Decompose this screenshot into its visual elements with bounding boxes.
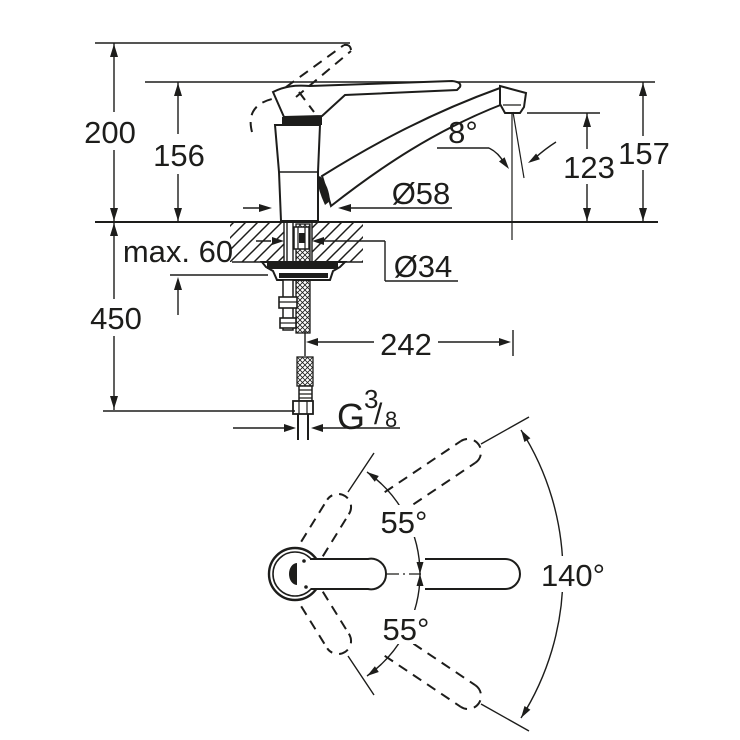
lever-position-upper	[300, 493, 352, 557]
spout-top-view	[425, 558, 521, 590]
side-view: 200 156 157 123 8°	[84, 42, 670, 440]
label-157: 157	[618, 136, 670, 171]
lever-position-lower	[300, 591, 352, 655]
label-max60: max. 60	[123, 234, 233, 269]
label-thread-g: G	[337, 396, 365, 437]
label-thread-denominator: 8	[385, 407, 397, 432]
dim-angle-55-upper: 55°	[347, 452, 432, 575]
dim-reach-242: 242	[304, 327, 514, 362]
stream-lines	[511, 111, 525, 240]
label-156: 156	[153, 138, 205, 173]
spout-outlet	[499, 84, 528, 114]
label-dia58: Ø58	[392, 176, 451, 211]
swivel-ext-upper	[480, 416, 530, 445]
label-123: 123	[563, 150, 615, 185]
connection-pipe	[297, 414, 309, 440]
dim-length-450: 450	[90, 222, 295, 412]
supply-hose	[292, 356, 314, 440]
fixing-stud	[278, 279, 298, 331]
dim-max-60: max. 60	[123, 234, 268, 315]
label-450: 450	[90, 301, 142, 336]
spout-position-lower	[384, 633, 482, 710]
label-thread-slash: /	[374, 398, 383, 431]
faucet-body	[273, 117, 322, 222]
lever-handle-raised	[249, 43, 352, 133]
hose-nut	[292, 400, 314, 415]
label-242: 242	[380, 327, 432, 362]
label-thread-numerator: 3	[364, 384, 378, 414]
mounting-shank	[259, 222, 348, 440]
top-view: 140°	[267, 416, 611, 732]
label-55deg-upper: 55°	[381, 505, 428, 540]
swivel-ext-lower	[480, 703, 530, 732]
dim-dia-58: Ø58	[243, 176, 452, 212]
dim-dia-34: Ø34	[256, 237, 458, 284]
label-8deg: 8°	[448, 115, 478, 150]
label-dia34: Ø34	[394, 249, 453, 284]
dim-height-200: 200	[84, 43, 136, 222]
label-55deg-lower: 55°	[383, 612, 430, 647]
spout	[317, 84, 528, 208]
dim-angle-55-lower: 55°	[347, 573, 437, 696]
label-200: 200	[84, 115, 136, 150]
dim-thread-g38: G 3 / 8	[233, 384, 400, 437]
dim-height-157: 157	[618, 82, 670, 222]
spout-position-upper	[384, 438, 482, 515]
label-140deg: 140°	[541, 558, 605, 593]
dim-swivel-140: 140°	[520, 429, 611, 719]
body-detail-marks	[289, 559, 308, 589]
dim-angle-8: 8°	[437, 115, 557, 169]
dim-height-156: 156	[153, 82, 205, 222]
lever-top-view	[310, 557, 388, 591]
countertop-section	[230, 222, 363, 263]
dim-height-123: 123	[563, 113, 615, 222]
